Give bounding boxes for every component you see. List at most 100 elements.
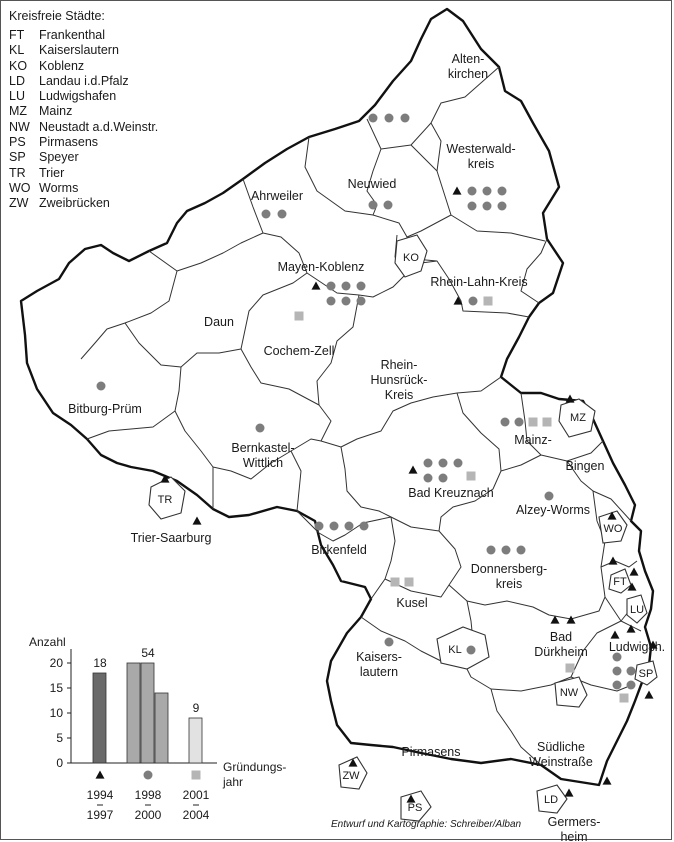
legend-abbr: ZW: [9, 196, 29, 211]
circle-icon: [368, 113, 378, 123]
legend-abbr: KL: [9, 43, 25, 58]
triangle-icon: [564, 788, 574, 797]
legend-abbr: LU: [9, 89, 25, 104]
legend-abbr: WO: [9, 180, 31, 195]
circle-icon: [626, 680, 636, 690]
chart-ylabel: Anzahl: [29, 635, 66, 649]
chart-y-tick-label: 10: [50, 706, 64, 720]
chart-period-start: 2001: [183, 788, 210, 802]
enclave-tr: [148, 476, 186, 520]
enclave-ld: [536, 784, 568, 814]
foundation-symbols: [96, 113, 658, 803]
circle-icon: [467, 201, 477, 211]
legend-name: Neustadt a.d.Weinstr.: [39, 119, 159, 134]
circle-icon: [497, 201, 507, 211]
triangle-icon: [608, 556, 618, 565]
district-label-birkenfeld: Birkenfeld: [311, 543, 367, 557]
circle-icon: [468, 296, 478, 306]
district-label-ahrweiler: Ahrweiler: [251, 189, 303, 203]
circle-icon: [626, 666, 636, 676]
circle-icon: [466, 645, 476, 655]
square-icon: [542, 417, 552, 427]
legend-name: Speyer: [39, 150, 79, 165]
circle-icon: [516, 545, 526, 555]
circle-icon: [501, 545, 511, 555]
legend-name: Trier: [39, 165, 65, 180]
circle-icon: [326, 281, 336, 291]
legend-name: Zweibrücken: [39, 196, 110, 211]
legend-abbr: TR: [9, 165, 26, 180]
city-enclaves: [148, 234, 658, 822]
chart-bar: [126, 662, 141, 764]
enclave-zw: [338, 756, 368, 790]
district-label-pirmasens: Pirmasens: [401, 745, 460, 759]
triangle-icon: [648, 640, 658, 649]
legend-name: Landau i.d.Pfalz: [39, 73, 129, 88]
chart-total-label: 18: [93, 656, 107, 670]
district-label-donnersberg: Donnersberg-kreis: [471, 562, 547, 591]
square-icon: [619, 693, 629, 703]
city-label-ld: LD: [544, 794, 558, 806]
triangle-icon: [566, 615, 576, 624]
legend-abbr: LD: [9, 73, 25, 88]
district-labels: Alten-kirchen Westerwald-kreis Neuwied A…: [68, 52, 665, 841]
legend-abbr: SP: [9, 150, 26, 165]
chart-total-label: 54: [141, 646, 155, 660]
chart-period-end: 1997: [87, 808, 114, 822]
circle-icon: [612, 652, 622, 662]
city-label-nw: NW: [560, 687, 579, 699]
city-label-zw: ZW: [342, 770, 360, 782]
chart-bar: [188, 717, 203, 764]
triangle-icon: [452, 186, 462, 195]
district-label-bernkastel: Bernkastel-Wittlich: [231, 441, 294, 470]
district-label-bitburg: Bitburg-Prüm: [68, 402, 142, 416]
circle-icon: [453, 458, 463, 468]
legend-title: Kreisfreie Städte:: [9, 9, 105, 23]
circle-icon: [356, 281, 366, 291]
chart-y-tick-label: 5: [56, 731, 63, 745]
district-label-altenkirchen: Alten-kirchen: [448, 52, 488, 81]
city-label-wo: WO: [604, 523, 623, 535]
circle-icon: [383, 200, 393, 210]
triangle-icon: [311, 281, 321, 290]
district-label-trier: Trier-Saarburg: [131, 531, 212, 545]
square-icon: [483, 296, 493, 306]
triangle-icon: [348, 758, 358, 767]
circle-icon: [438, 473, 448, 483]
circle-icon: [96, 381, 106, 391]
circle-icon: [423, 473, 433, 483]
legend-abbr: KO: [9, 58, 28, 73]
triangle-icon: [629, 567, 639, 576]
legend-abbr: MZ: [9, 104, 28, 119]
circle-icon: [277, 209, 287, 219]
city-label-kl: KL: [448, 644, 461, 656]
triangle-icon: [408, 465, 418, 474]
state-boundary: [19, 7, 655, 787]
chart-bar: [92, 672, 107, 764]
district-label-alzey: Alzey-Worms: [516, 503, 590, 517]
city-label-ft: FT: [613, 576, 627, 588]
circle-icon: [384, 113, 394, 123]
district-label-germersheim: Germers-heim: [548, 815, 601, 841]
square-icon: [294, 311, 304, 321]
circle-icon: [612, 666, 622, 676]
legend-abbr: PS: [9, 135, 26, 150]
legend-abbr: FT: [9, 28, 25, 42]
chart-xlabel-line1: Gründungs-: [223, 760, 286, 774]
triangle-icon: [192, 516, 202, 525]
circle-icon: [544, 491, 554, 501]
triangle-icon: [565, 394, 575, 403]
enclave-lu: [626, 594, 648, 624]
square-icon: [466, 471, 476, 481]
district-label-kreuznach: Bad Kreuznach: [408, 486, 494, 500]
circle-icon: [359, 521, 369, 531]
circle-icon: [255, 423, 265, 433]
circle-icon: [467, 186, 477, 196]
